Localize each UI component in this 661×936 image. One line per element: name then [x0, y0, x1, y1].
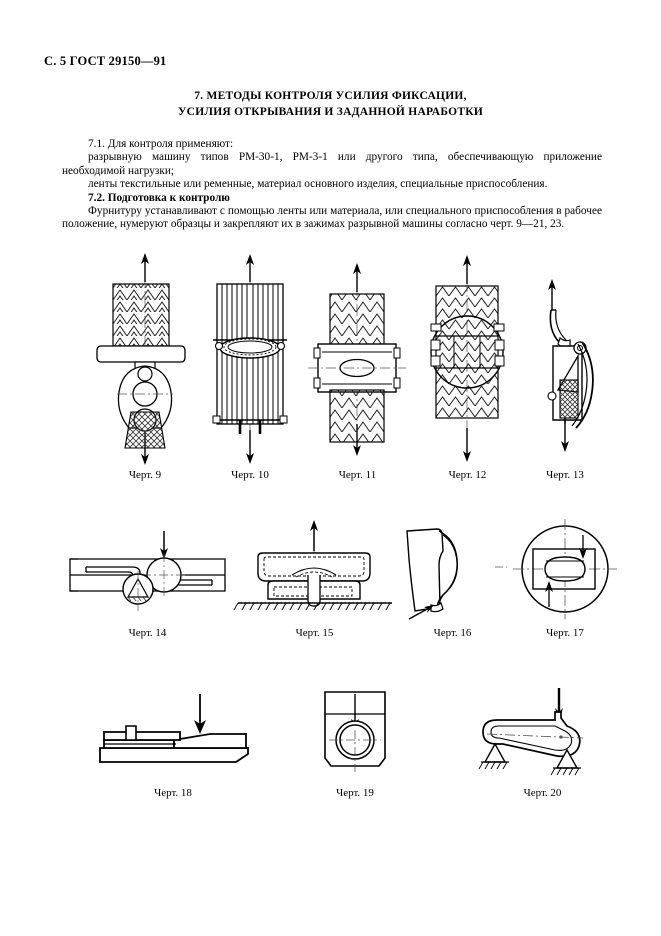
- figure-10-drawing: [212, 254, 288, 464]
- figure-14-drawing: [69, 531, 226, 611]
- figure-10-caption: Черт. 10: [231, 469, 269, 481]
- figure-16-caption: Черт. 16: [433, 627, 472, 639]
- figure-row-1: Черт. 9: [0, 252, 661, 497]
- figure-13: Черт. 13: [510, 252, 620, 481]
- figure-9: Черт. 9: [85, 252, 205, 481]
- figure-11-drawing: [308, 263, 406, 456]
- figure-16: Черт. 16: [395, 515, 510, 639]
- figure-15: Черт. 15: [232, 515, 397, 639]
- paragraph-preparation: Фурнитуру устанавливают с помощью ленты …: [62, 205, 602, 231]
- figure-12-drawing: [430, 255, 505, 462]
- page-header-mark: С. 5 ГОСТ 29150—91: [44, 54, 167, 68]
- figure-18: Черт. 18: [88, 680, 258, 799]
- figure-19: Черт. 19: [295, 680, 415, 799]
- figure-20: Черт. 20: [465, 680, 620, 799]
- figure-17: Черт. 17: [505, 515, 625, 639]
- figure-9-caption: Черт. 9: [128, 469, 162, 481]
- figure-13-drawing: [547, 279, 594, 452]
- figure-row-3: Черт. 18 Черт. 19: [0, 680, 661, 810]
- figure-18-drawing: [99, 694, 249, 763]
- page-title: 7. МЕТОДЫ КОНТРОЛЯ УСИЛИЯ ФИКСАЦИИ, УСИЛ…: [0, 88, 661, 120]
- figure-12: Черт. 12: [410, 252, 525, 481]
- paragraph-7-2-heading: 7.2. Подготовка к контролю: [88, 191, 230, 204]
- figure-11: Черт. 11: [300, 252, 415, 481]
- figure-12-caption: Черт. 12: [448, 469, 487, 481]
- page-title-line-2: УСИЛИЯ ОТКРЫВАНИЯ И ЗАДАННОЙ НАРАБОТКИ: [177, 106, 484, 118]
- figure-14: Черт. 14: [60, 515, 235, 639]
- body-text: 7.1. Для контроля применяют: разрывную м…: [62, 138, 602, 232]
- figure-19-caption: Черт. 19: [336, 787, 374, 799]
- figure-row-2: Черт. 14: [0, 515, 661, 665]
- figure-16-drawing: [406, 528, 507, 620]
- figure-10: Черт. 10: [195, 252, 305, 481]
- figure-18-caption: Черт. 18: [154, 787, 192, 799]
- figure-20-caption: Черт. 20: [523, 787, 562, 799]
- figure-15-drawing: [233, 520, 392, 611]
- figure-17-drawing: [513, 519, 617, 619]
- page-title-line-1: 7. МЕТОДЫ КОНТРОЛЯ УСИЛИЯ ФИКСАЦИИ,: [194, 90, 467, 102]
- figure-13-caption: Черт. 13: [546, 469, 584, 481]
- figure-9-drawing: [96, 253, 186, 465]
- figure-14-caption: Черт. 14: [128, 627, 167, 639]
- paragraph-materials: ленты текстильные или ременные, материал…: [88, 178, 548, 191]
- figure-15-caption: Черт. 15: [295, 627, 334, 639]
- paragraph-7-1: 7.1. Для контроля применяют:: [88, 138, 234, 150]
- figure-19-drawing: [324, 691, 386, 772]
- figure-11-caption: Черт. 11: [338, 469, 377, 481]
- paragraph-equipment: разрывную машину типов РМ-30-1, РМ-3-1 и…: [62, 151, 602, 177]
- figure-17-caption: Черт. 17: [546, 627, 584, 639]
- figure-20-drawing: [478, 688, 584, 776]
